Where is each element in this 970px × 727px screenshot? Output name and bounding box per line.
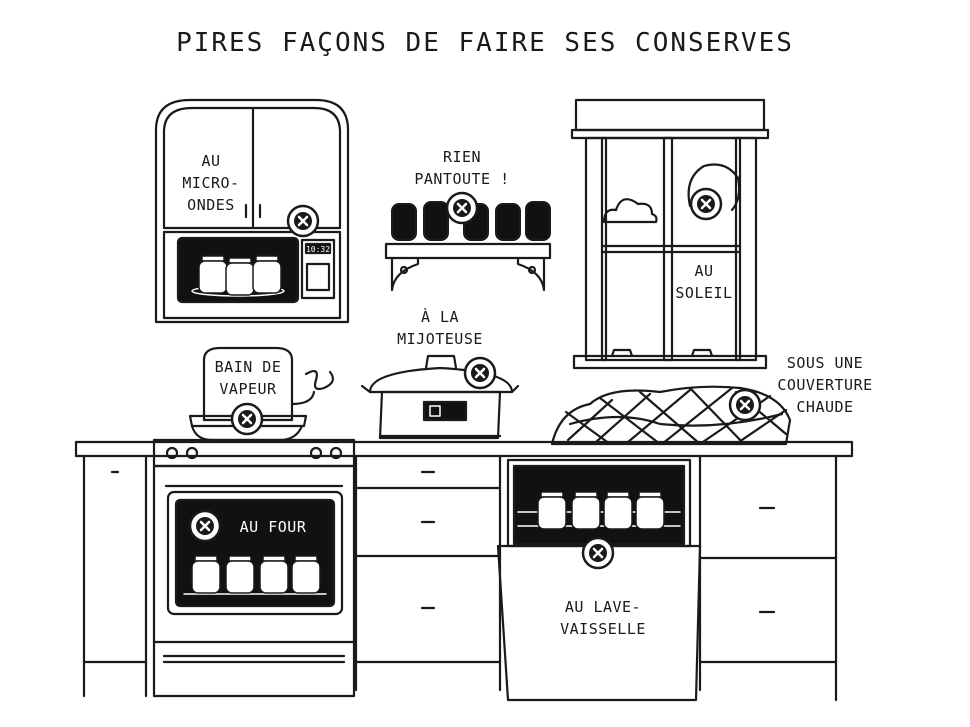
- label-mijoteuse: À LA MIJOTEUSE: [397, 308, 483, 348]
- dishwasher: [496, 458, 702, 702]
- window: [570, 98, 770, 370]
- diagram-title: PIRES FAÇONS DE FAIRE SES CONSERVES: [176, 28, 794, 58]
- blanket: [550, 385, 792, 446]
- cross-circle-icon: [581, 536, 615, 570]
- sun-icon: [687, 163, 741, 212]
- steamer-pot: [188, 346, 334, 442]
- label-couverture: SOUS UNE COUVERTURE CHAUDE: [777, 354, 873, 416]
- cloud-icon: [602, 198, 658, 224]
- label-au-four: AU FOUR: [239, 518, 307, 536]
- microwave-cabinet: [154, 98, 350, 324]
- label-micro-ondes: AU MICRO- ONDES: [182, 152, 240, 214]
- label-bain-de-vapeur: BAIN DE VAPEUR: [214, 358, 282, 398]
- label-rien-pantoute: RIEN PANTOUTE !: [414, 148, 510, 188]
- label-au-soleil: AU SOLEIL: [675, 262, 733, 302]
- cross-circle-icon: [728, 388, 762, 422]
- microwave-clock: 10:32: [306, 245, 330, 254]
- cross-circle-icon: [689, 187, 723, 221]
- counter: [74, 440, 854, 702]
- cross-circle-icon: [286, 204, 320, 238]
- cross-circle-icon: [188, 509, 222, 543]
- wall-shelf: [384, 242, 552, 292]
- cross-circle-icon: [445, 191, 479, 225]
- microwave-jars: [198, 255, 282, 296]
- cross-circle-icon: [463, 356, 497, 390]
- cross-circle-icon: [230, 402, 264, 436]
- label-lave-vaisselle: AU LAVE- VAISSELLE: [560, 598, 646, 638]
- slow-cooker: [360, 354, 520, 440]
